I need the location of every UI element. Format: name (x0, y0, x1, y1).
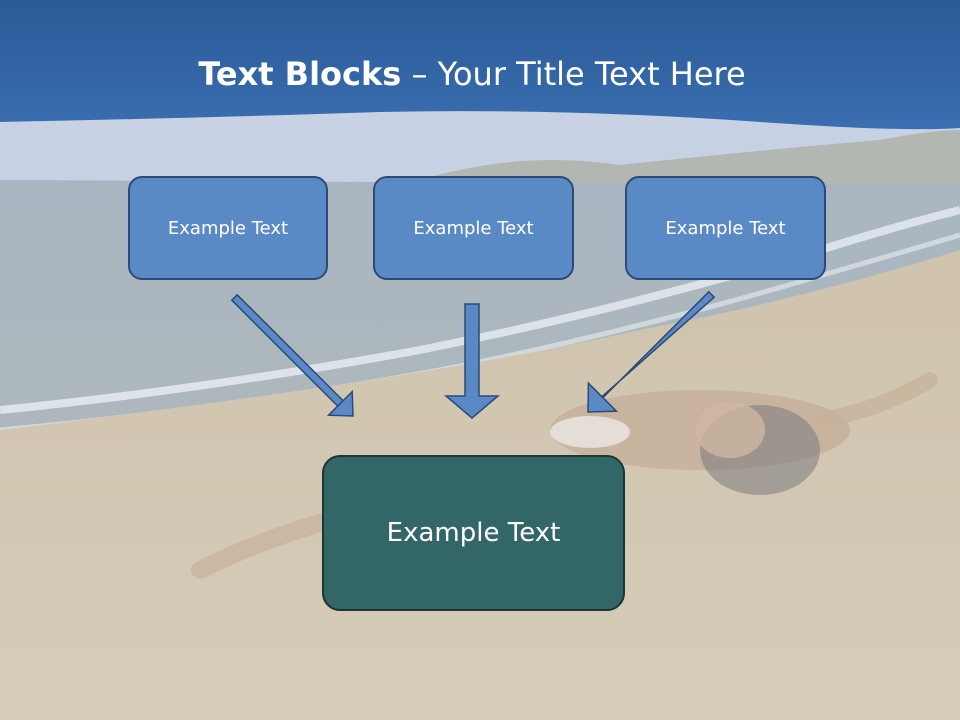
text-block-2-label: Example Text (413, 217, 534, 239)
title-dash: – (401, 55, 438, 93)
title-rest: Your Title Text Here (437, 55, 746, 93)
text-block-1: Example Text (128, 176, 328, 280)
title-bold: Text Blocks (198, 55, 402, 93)
result-block: Example Text (322, 455, 625, 611)
text-block-1-label: Example Text (167, 217, 289, 239)
slide-title: Text Blocks – Your Title Text Here (0, 52, 944, 96)
text-block-3: Example Text (625, 176, 826, 280)
arrow-left-diagonal (230, 293, 354, 417)
arrow-center-down (443, 303, 501, 419)
text-block-3-label: Example Text (665, 217, 786, 239)
text-block-2: Example Text (373, 176, 574, 280)
arrow-right-diagonal (587, 290, 716, 413)
result-block-label: Example Text (386, 518, 561, 548)
